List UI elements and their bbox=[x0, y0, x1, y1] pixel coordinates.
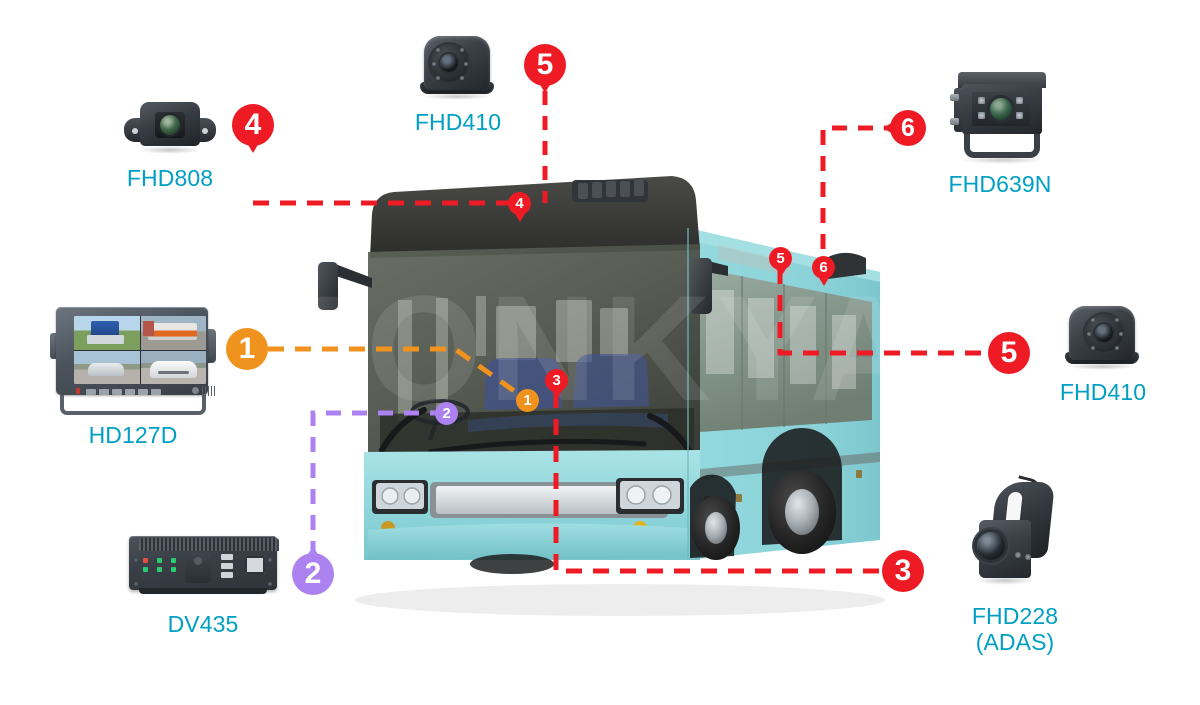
callout-badge-5-right[interactable]: 5 bbox=[988, 332, 1030, 374]
device-label-fhd808: FHD808 bbox=[126, 165, 214, 191]
ir-led bbox=[1016, 112, 1023, 119]
monitor-power-led bbox=[76, 387, 80, 394]
fhd410-right-image bbox=[1061, 302, 1145, 374]
camera-shadow bbox=[960, 156, 1044, 164]
device-label-hd127d: HD127D bbox=[88, 422, 178, 448]
callout-badge-5-top[interactable]: 5 bbox=[524, 44, 566, 86]
ir-led bbox=[436, 48, 440, 52]
ir-led bbox=[1119, 332, 1123, 336]
fhd410-top-image bbox=[416, 32, 500, 104]
camera-shadow bbox=[138, 146, 202, 154]
device-hd127d[interactable]: HD127D bbox=[38, 305, 228, 449]
dvr-base-plate bbox=[139, 588, 267, 594]
ir-led bbox=[460, 76, 464, 80]
ir-led bbox=[1091, 346, 1095, 350]
ir-led bbox=[436, 76, 440, 80]
device-fhd228[interactable]: FHD228 (ADAS) bbox=[940, 475, 1090, 656]
mount-hole bbox=[132, 128, 138, 134]
bus-marker-2[interactable]: 2 bbox=[435, 402, 458, 425]
device-label-fhd639n: FHD639N bbox=[948, 171, 1052, 197]
fhd639n-image bbox=[940, 70, 1060, 166]
device-label-fhd228-sub: (ADAS) bbox=[975, 628, 1055, 655]
bus-marker-3[interactable]: 3 bbox=[545, 369, 568, 392]
quad-view-truck bbox=[74, 316, 140, 350]
camera-bracket bbox=[964, 130, 1040, 158]
dvr-screw bbox=[134, 558, 138, 562]
device-fhd410-right[interactable]: FHD410 bbox=[1048, 302, 1158, 406]
camera-shadow bbox=[1067, 363, 1137, 370]
monitor-bezel bbox=[56, 307, 216, 396]
callout-badge-2[interactable]: 2 bbox=[292, 553, 334, 595]
camera-shadow bbox=[975, 576, 1035, 585]
ir-led bbox=[978, 112, 985, 119]
device-fhd808[interactable]: FHD808 bbox=[120, 98, 220, 192]
mount-bolt bbox=[950, 94, 959, 101]
callout-badge-3[interactable]: 3 bbox=[882, 550, 924, 592]
quad-view-bus bbox=[140, 316, 206, 350]
monitor-button-row[interactable] bbox=[74, 387, 206, 396]
monitor-speaker-grille bbox=[202, 386, 216, 396]
hd127d-image bbox=[48, 305, 218, 417]
ir-led bbox=[1115, 318, 1119, 322]
camera-mount-arm bbox=[954, 88, 964, 132]
monitor-quad-screen bbox=[74, 316, 206, 384]
quad-view-sportscar bbox=[140, 350, 206, 384]
camera-lens bbox=[160, 115, 180, 135]
dvr-screw bbox=[268, 558, 272, 562]
device-fhd410-top[interactable]: FHD410 bbox=[408, 32, 508, 136]
callout-badge-4[interactable]: 4 bbox=[232, 104, 274, 146]
quad-view-hatchback bbox=[74, 350, 140, 384]
dvr-status-leds bbox=[143, 558, 179, 572]
dvr-front-panel bbox=[129, 549, 277, 590]
fhd228-image bbox=[963, 475, 1067, 598]
camera-lens bbox=[977, 532, 1005, 560]
ir-led bbox=[460, 48, 464, 52]
bus-marker-1[interactable]: 1 bbox=[516, 389, 539, 412]
ir-led bbox=[1115, 346, 1119, 350]
camera-lens bbox=[990, 98, 1012, 120]
device-label-fhd228-main: FHD228 bbox=[971, 603, 1059, 629]
bus-marker-6[interactable]: 6 bbox=[812, 256, 835, 279]
device-dv435[interactable]: DV435 bbox=[118, 528, 288, 638]
device-label-fhd410-right: FHD410 bbox=[1059, 379, 1147, 405]
bus-marker-5[interactable]: 5 bbox=[769, 247, 792, 270]
dvr-card-slots[interactable] bbox=[221, 554, 233, 578]
ir-led bbox=[1091, 318, 1095, 322]
callout-badge-6[interactable]: 6 bbox=[890, 110, 926, 146]
ir-led bbox=[1016, 97, 1023, 104]
camera-shadow bbox=[422, 93, 492, 100]
mount-bolt bbox=[950, 118, 959, 125]
device-label-fhd228: FHD228 (ADAS) bbox=[940, 603, 1090, 656]
device-fhd639n[interactable]: FHD639N bbox=[930, 70, 1070, 198]
callout-badge-1[interactable]: 1 bbox=[226, 328, 268, 370]
dvr-vent-grille bbox=[139, 538, 279, 551]
dvr-connector-port[interactable] bbox=[245, 556, 265, 574]
ir-led bbox=[464, 62, 468, 66]
camera-lens bbox=[1095, 324, 1113, 342]
dvr-screw bbox=[134, 582, 138, 586]
camera-screw bbox=[1025, 554, 1031, 560]
dv435-image bbox=[123, 528, 283, 606]
dvr-sd-door-lock[interactable] bbox=[185, 553, 211, 583]
ir-led bbox=[978, 97, 985, 104]
dvr-screw bbox=[268, 582, 272, 586]
camera-lens bbox=[440, 54, 458, 72]
mount-hole bbox=[202, 128, 208, 134]
device-label-fhd410-top: FHD410 bbox=[414, 109, 502, 135]
monitor-bracket bbox=[60, 395, 206, 415]
fhd808-image bbox=[122, 98, 218, 160]
monitor-power-button[interactable] bbox=[192, 387, 199, 394]
bus-marker-4[interactable]: 4 bbox=[508, 192, 531, 215]
ir-led bbox=[1087, 332, 1091, 336]
ir-led bbox=[432, 62, 436, 66]
device-label-dv435: DV435 bbox=[167, 611, 239, 637]
monitor-hinge-left bbox=[50, 333, 60, 359]
camera-screw bbox=[1015, 552, 1021, 558]
